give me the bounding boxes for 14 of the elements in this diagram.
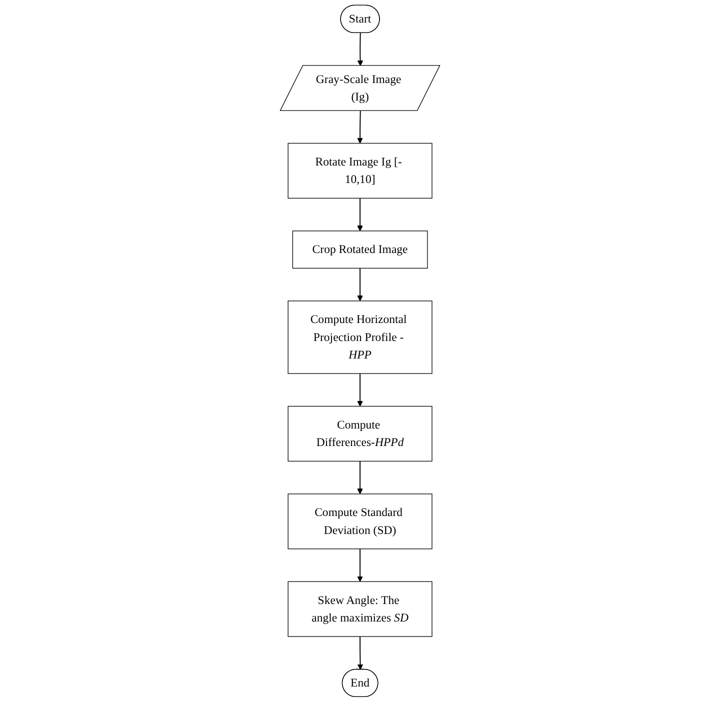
node-box: Crop Rotated Image [292, 230, 428, 269]
arrow [357, 460, 363, 494]
arrow [357, 110, 363, 144]
node-box: Skew Angle: The angle maximizes SD [288, 581, 432, 637]
node-box: Rotate Image Ig [- 10,10] [288, 142, 432, 199]
arrow [357, 373, 363, 407]
arrow [357, 268, 363, 302]
node-box: Compute Differences-HPPd [288, 406, 432, 462]
arrow [357, 32, 364, 66]
arrow [357, 548, 363, 582]
node-box: Compute Standard Deviation (SD) [288, 494, 432, 550]
node-box: Compute Horizontal Projection Profile - HPP [288, 300, 432, 374]
arrow [357, 198, 363, 232]
arrow [357, 636, 364, 670]
